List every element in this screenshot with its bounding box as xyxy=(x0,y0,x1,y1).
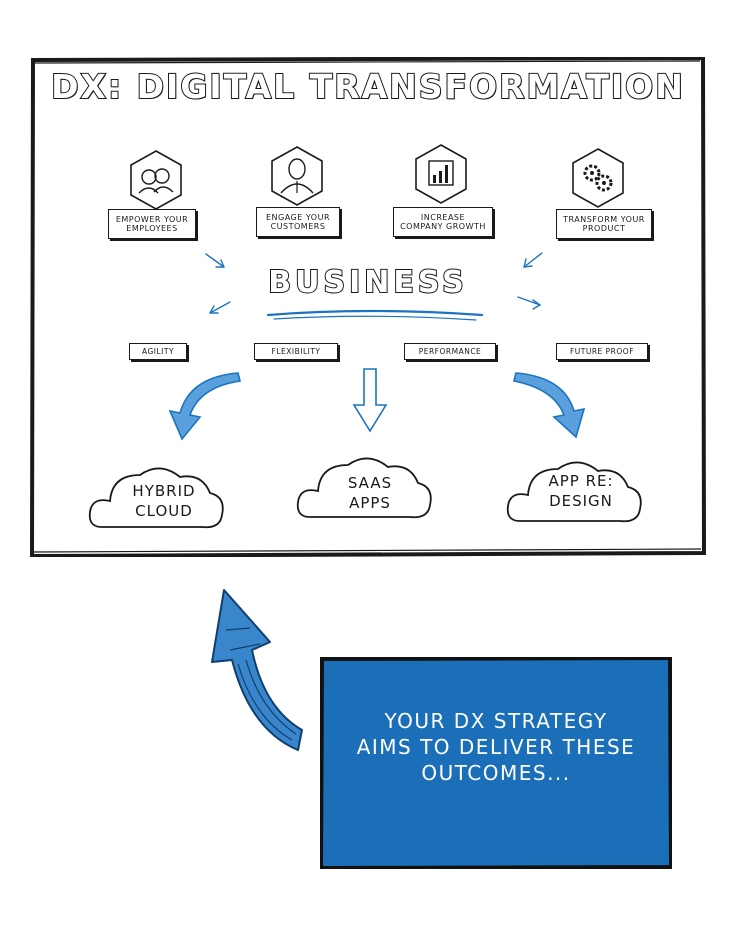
attribute-label: AGILITY xyxy=(129,343,187,360)
customer-icon xyxy=(271,146,323,206)
outcome-arrows xyxy=(168,368,586,441)
gears-icon xyxy=(572,148,624,208)
frame-border xyxy=(30,57,706,557)
cloud-shapes xyxy=(88,457,642,529)
goal-label: TRANSFORM YOUR PRODUCT xyxy=(556,209,652,239)
growth-chart-icon xyxy=(415,144,467,204)
cloud-app xyxy=(506,461,642,523)
whiteboard-frame: DX: DIGITAL TRANSFORMATION EMPOWER YOUR … xyxy=(30,57,706,557)
callout-box xyxy=(320,657,672,869)
goal-label: EMPOWER YOUR EMPLOYEES xyxy=(108,209,196,239)
callout-text: YOUR DX STRATEGY AIMS TO DELIVER THESE O… xyxy=(356,709,636,785)
attribute-label: FUTURE PROOF xyxy=(556,343,648,360)
goal-label: ENGAGE YOUR CUSTOMERS xyxy=(256,207,340,237)
outcome-label: SAAS APPS xyxy=(347,474,393,512)
business-label: BUSINESS xyxy=(267,264,468,301)
outcome-label: HYBRID CLOUD xyxy=(132,482,196,520)
cloud-hybrid xyxy=(88,467,224,529)
cloud-saas xyxy=(296,457,432,519)
page-title: DX: DIGITAL TRANSFORMATION xyxy=(50,66,685,107)
connector-arrows xyxy=(205,252,543,321)
attribute-label: PERFORMANCE xyxy=(404,343,496,360)
attribute-label: FLEXIBILITY xyxy=(254,343,338,360)
people-icon xyxy=(130,150,182,210)
goal-label: INCREASE COMPANY GROWTH xyxy=(393,207,493,237)
pointer-arrow xyxy=(211,589,303,751)
outcome-label: APP RE: DESIGN xyxy=(548,472,614,510)
